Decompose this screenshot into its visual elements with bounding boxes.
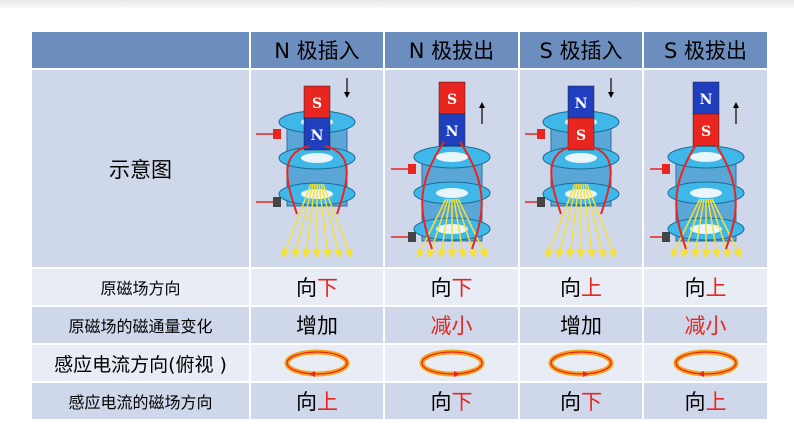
svg-text:N: N	[699, 92, 712, 108]
header-s-insert: S 极插入	[518, 30, 644, 70]
original-field-cell-2: 向下	[383, 267, 520, 307]
induced-current-row: 感应电流方向(俯视 )	[30, 343, 769, 383]
original-field-cell-4: 向上	[642, 267, 769, 307]
magnet-coil-diagram-3: NS	[525, 77, 620, 258]
ring-clockwise-icon	[284, 349, 350, 377]
induced-field-cell-3: 向下	[518, 381, 644, 421]
flux-change-cell-1: 增加	[249, 305, 385, 345]
flux-change-label: 原磁场的磁通量变化	[30, 305, 251, 345]
svg-text:N: N	[575, 96, 588, 112]
ring-clockwise-icon	[673, 349, 738, 377]
flux-change-cell-2: 减小	[383, 305, 520, 345]
header-n-insert: N 极插入	[249, 30, 385, 70]
magnet-coil-diagram-4: NS	[649, 81, 744, 258]
magnet-coil-diagram-1: SN	[256, 77, 356, 258]
flux-change-cell-4: 减小	[642, 305, 769, 345]
svg-text:S: S	[312, 96, 322, 112]
induced-current-cell-4	[642, 343, 769, 383]
induced-field-cell-4: 向上	[642, 381, 769, 421]
induced-current-cell-1	[249, 343, 385, 383]
top-shadow	[0, 0, 794, 10]
header-s-withdraw: S 极拔出	[642, 30, 769, 70]
header-corner	[30, 30, 251, 70]
svg-text:S: S	[576, 128, 586, 144]
original-field-label: 原磁场方向	[30, 267, 251, 307]
flux-change-cell-3: 增加	[518, 305, 644, 345]
ring-counterclockwise-icon	[548, 349, 614, 377]
flux-change-row: 原磁场的磁通量变化 增加 减小 增加 减小	[30, 305, 769, 345]
svg-text:S: S	[700, 124, 710, 140]
induced-field-cell-1: 向上	[249, 381, 385, 421]
diagram-row-label: 示意图	[30, 68, 251, 269]
induced-current-cell-2	[383, 343, 520, 383]
original-field-row: 原磁场方向 向下 向下 向上 向上	[30, 267, 769, 307]
header-row: N 极插入 N 极拔出 S 极插入 S 极拔出	[30, 30, 769, 70]
original-field-cell-1: 向下	[249, 267, 385, 307]
header-n-withdraw: N 极拔出	[383, 30, 520, 70]
induced-field-row: 感应电流的磁场方向 向上 向下 向下 向上	[30, 381, 769, 421]
induced-field-label: 感应电流的磁场方向	[30, 381, 251, 421]
svg-text:S: S	[446, 92, 456, 108]
svg-text:N: N	[311, 128, 324, 144]
induced-current-cell-3	[518, 343, 644, 383]
induced-field-cell-2: 向下	[383, 381, 520, 421]
svg-text:N: N	[445, 124, 458, 140]
induced-current-label: 感应电流方向(俯视 )	[30, 343, 251, 383]
ring-counterclockwise-icon	[419, 349, 484, 377]
original-field-cell-3: 向上	[518, 267, 644, 307]
magnet-coil-diagram-2: SN	[390, 81, 490, 258]
